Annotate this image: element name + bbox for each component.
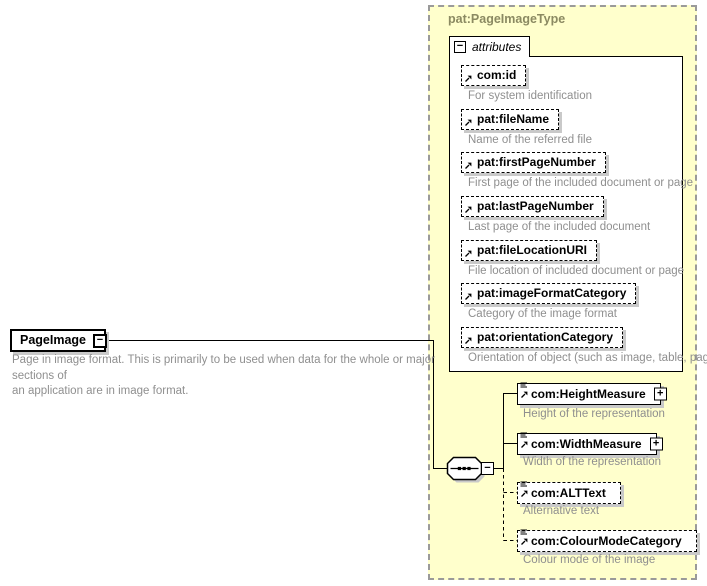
collapse-icon[interactable]: − xyxy=(481,462,494,475)
element-box-ColourModeCategory[interactable]: com:ColourModeCategory xyxy=(517,529,697,552)
collapse-icon[interactable]: − xyxy=(454,41,466,53)
attribute-name: pat:fileName xyxy=(477,111,550,126)
root-collapse-control[interactable]: − xyxy=(93,334,107,348)
element-box-ALTText[interactable]: com:ALTText xyxy=(517,481,621,504)
ne-arrow-icon xyxy=(464,118,473,127)
root-element-name: PageImage xyxy=(20,333,87,347)
element-description: Colour mode of the image xyxy=(523,554,656,566)
type-title: pat:PageImageType xyxy=(448,12,566,26)
ne-arrow-icon xyxy=(464,205,473,214)
attribute-description: For system identification xyxy=(468,90,592,102)
attribute-name: pat:imageFormatCategory xyxy=(477,286,627,301)
attribute-item: com:id For system identification xyxy=(461,65,682,103)
attribute-item: pat:firstPageNumber First page of the in… xyxy=(461,152,694,190)
expand-icon[interactable]: + xyxy=(649,437,663,451)
element-box-HeightMeasure[interactable]: com:HeightMeasure + xyxy=(517,382,667,405)
attribute-item: pat:fileName Name of the referred file xyxy=(461,108,682,147)
element-name: com:HeightMeasure xyxy=(531,387,646,401)
attribute-description: Name of the referred file xyxy=(468,133,593,146)
attribute-box-fileLocationURI[interactable]: pat:fileLocationURI xyxy=(461,239,597,261)
attribute-box-id[interactable]: com:id xyxy=(461,65,527,86)
attribute-description: First page of the included document or p… xyxy=(468,177,694,190)
attribute-box-lastPageNumber[interactable]: pat:lastPageNumber xyxy=(461,195,604,217)
attribute-name: com:id xyxy=(477,68,517,82)
ne-arrow-icon xyxy=(464,336,473,345)
ne-arrow-icon xyxy=(520,440,529,449)
ne-arrow-icon xyxy=(520,489,529,498)
element-description: Height of the representation xyxy=(523,408,665,420)
sequence-collapse-control[interactable]: − xyxy=(481,462,494,475)
ne-arrow-icon xyxy=(520,390,529,399)
attribute-box-orientationCategory[interactable]: pat:orientationCategory xyxy=(461,326,624,348)
collapse-icon[interactable]: − xyxy=(93,334,107,348)
lines-icon xyxy=(520,529,529,535)
element-name: com:WidthMeasure xyxy=(531,437,642,451)
attribute-name: pat:lastPageNumber xyxy=(477,198,594,213)
ne-arrow-icon xyxy=(464,249,473,258)
attribute-item: pat:lastPageNumber Last page of the incl… xyxy=(461,195,682,234)
lines-icon xyxy=(520,481,529,487)
attributes-label: attributes xyxy=(472,40,522,54)
attribute-item: pat:orientationCategory Orientation of o… xyxy=(461,326,707,365)
attribute-name: pat:fileLocationURI xyxy=(477,242,587,257)
ne-arrow-icon xyxy=(464,161,473,170)
attribute-box-imageFormatCategory[interactable]: pat:imageFormatCategory xyxy=(461,283,637,305)
element-name: com:ColourModeCategory xyxy=(531,534,682,548)
element-box-WidthMeasure[interactable]: com:WidthMeasure + xyxy=(517,432,663,455)
attribute-description: Category of the image format xyxy=(468,308,617,321)
attribute-item: pat:fileLocationURI File location of inc… xyxy=(461,239,685,278)
root-element-description: Page in image format. This is primarily … xyxy=(12,354,435,398)
attribute-box-fileName[interactable]: pat:fileName xyxy=(461,108,560,130)
attributes-container: com:id For system identification pat:fil… xyxy=(449,56,707,372)
lines-icon xyxy=(520,432,529,438)
root-element-box[interactable]: PageImage xyxy=(10,329,107,352)
attribute-description: Orientation of object (such as image, ta… xyxy=(468,351,707,364)
ne-arrow-icon xyxy=(464,74,473,83)
attribute-description: Last page of the included document xyxy=(468,220,651,233)
attribute-name: pat:firstPageNumber xyxy=(477,155,596,170)
expand-control[interactable]: + xyxy=(649,437,663,451)
element-name: com:ALTText xyxy=(531,486,606,500)
element-description: Width of the representation xyxy=(523,456,662,468)
expand-icon[interactable]: + xyxy=(653,387,667,401)
element-description: Alternative text xyxy=(523,505,600,517)
expand-control[interactable]: + xyxy=(653,387,667,401)
attribute-box-firstPageNumber[interactable]: pat:firstPageNumber xyxy=(461,152,606,174)
attribute-description: File location of included document or pa… xyxy=(468,264,685,277)
ne-arrow-icon xyxy=(520,537,529,546)
attributes-header[interactable]: − attributes xyxy=(449,36,530,57)
attribute-name: pat:orientationCategory xyxy=(477,329,614,344)
ne-arrow-icon xyxy=(464,292,473,301)
attribute-item: pat:imageFormatCategory Category of the … xyxy=(461,283,682,321)
lines-icon xyxy=(520,382,529,388)
